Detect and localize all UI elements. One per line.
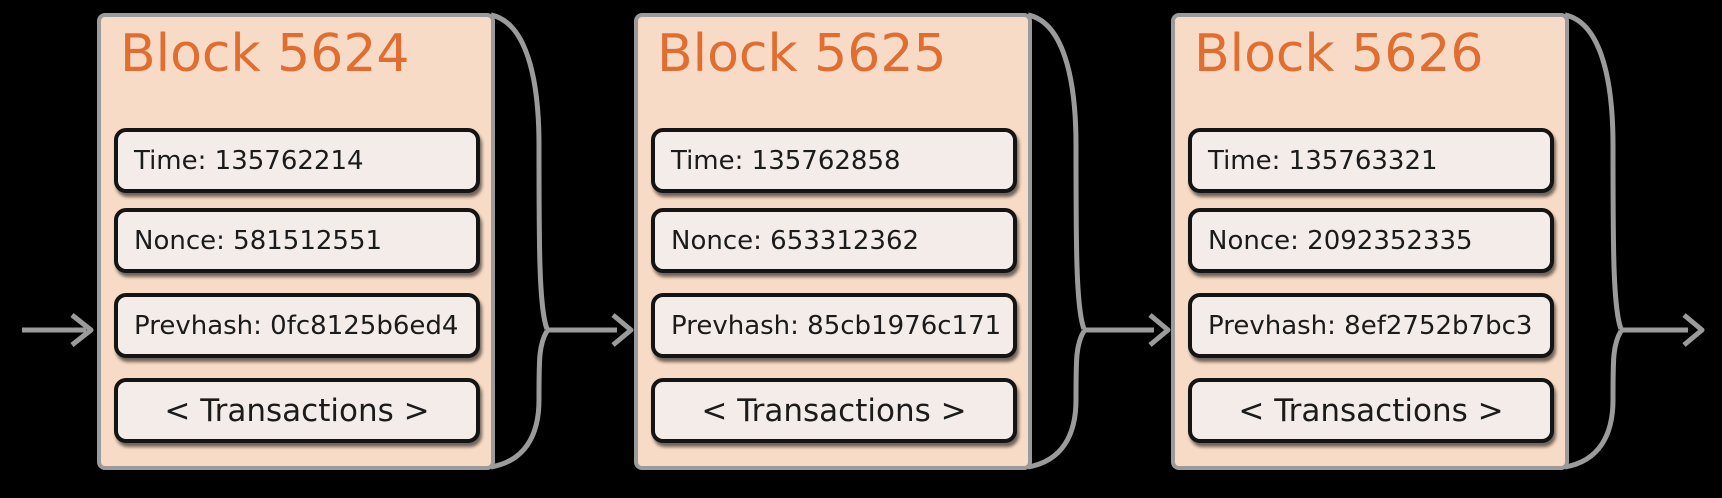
block-title: Block 5624 [120, 24, 410, 84]
block-card-5625: Block 5625 Time: 135762858 Nonce: 653312… [634, 13, 1032, 470]
prevhash-field: Prevhash: 85cb1976c171 [651, 293, 1017, 358]
prevhash-field: Prevhash: 0fc8125b6ed4 [114, 293, 480, 358]
block-card-5624: Block 5624 Time: 135762214 Nonce: 581512… [97, 13, 495, 470]
chain-arrow-in-icon [22, 313, 94, 347]
nonce-field: Nonce: 2092352335 [1188, 208, 1554, 273]
block-title: Block 5626 [1194, 24, 1484, 84]
transactions-button[interactable]: < Transactions > [114, 378, 480, 443]
block-connector-1-icon [490, 12, 634, 470]
transactions-button[interactable]: < Transactions > [651, 378, 1017, 443]
block-title: Block 5625 [657, 24, 947, 84]
nonce-field: Nonce: 653312362 [651, 208, 1017, 273]
time-field: Time: 135763321 [1188, 128, 1554, 193]
prevhash-field: Prevhash: 8ef2752b7bc3 [1188, 293, 1554, 358]
chain-arrow-out-icon [1564, 12, 1705, 470]
block-card-5626: Block 5626 Time: 135763321 Nonce: 209235… [1171, 13, 1569, 470]
block-connector-2-icon [1027, 12, 1171, 470]
nonce-field: Nonce: 581512551 [114, 208, 480, 273]
time-field: Time: 135762214 [114, 128, 480, 193]
time-field: Time: 135762858 [651, 128, 1017, 193]
transactions-button[interactable]: < Transactions > [1188, 378, 1554, 443]
